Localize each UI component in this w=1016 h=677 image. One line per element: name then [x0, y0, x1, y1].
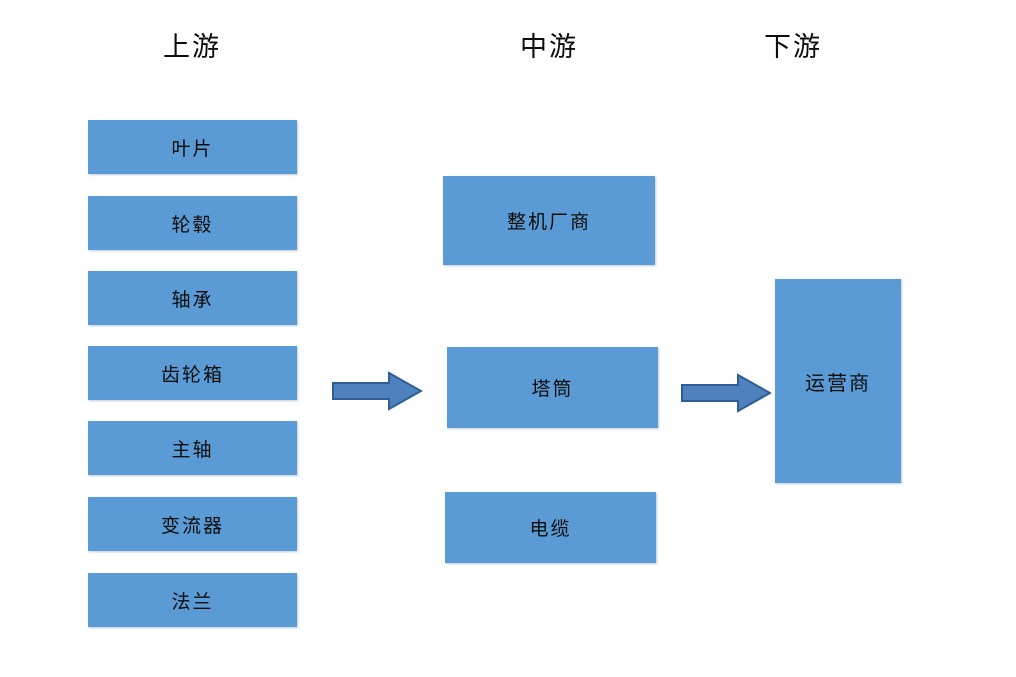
column-header-upstream: 上游	[163, 32, 221, 62]
node-upstream-flange[interactable]: 法兰	[88, 573, 297, 627]
node-midstream-turbine-manufacturer[interactable]: 整机厂商	[443, 176, 655, 265]
node-upstream-gearbox[interactable]: 齿轮箱	[88, 346, 297, 400]
node-midstream-cable[interactable]: 电缆	[445, 492, 656, 563]
node-upstream-blade[interactable]: 叶片	[88, 120, 297, 174]
arrow-midstream-to-downstream	[680, 372, 772, 414]
node-downstream-operator[interactable]: 运营商	[775, 279, 901, 483]
arrow-upstream-to-midstream	[331, 370, 423, 412]
column-header-midstream: 中游	[520, 32, 578, 62]
column-header-downstream: 下游	[764, 32, 822, 62]
node-upstream-hub[interactable]: 轮毂	[88, 196, 297, 250]
node-midstream-tower[interactable]: 塔筒	[447, 347, 658, 428]
node-upstream-main-shaft[interactable]: 主轴	[88, 421, 297, 475]
node-upstream-converter[interactable]: 变流器	[88, 497, 297, 551]
node-upstream-bearing[interactable]: 轴承	[88, 271, 297, 325]
